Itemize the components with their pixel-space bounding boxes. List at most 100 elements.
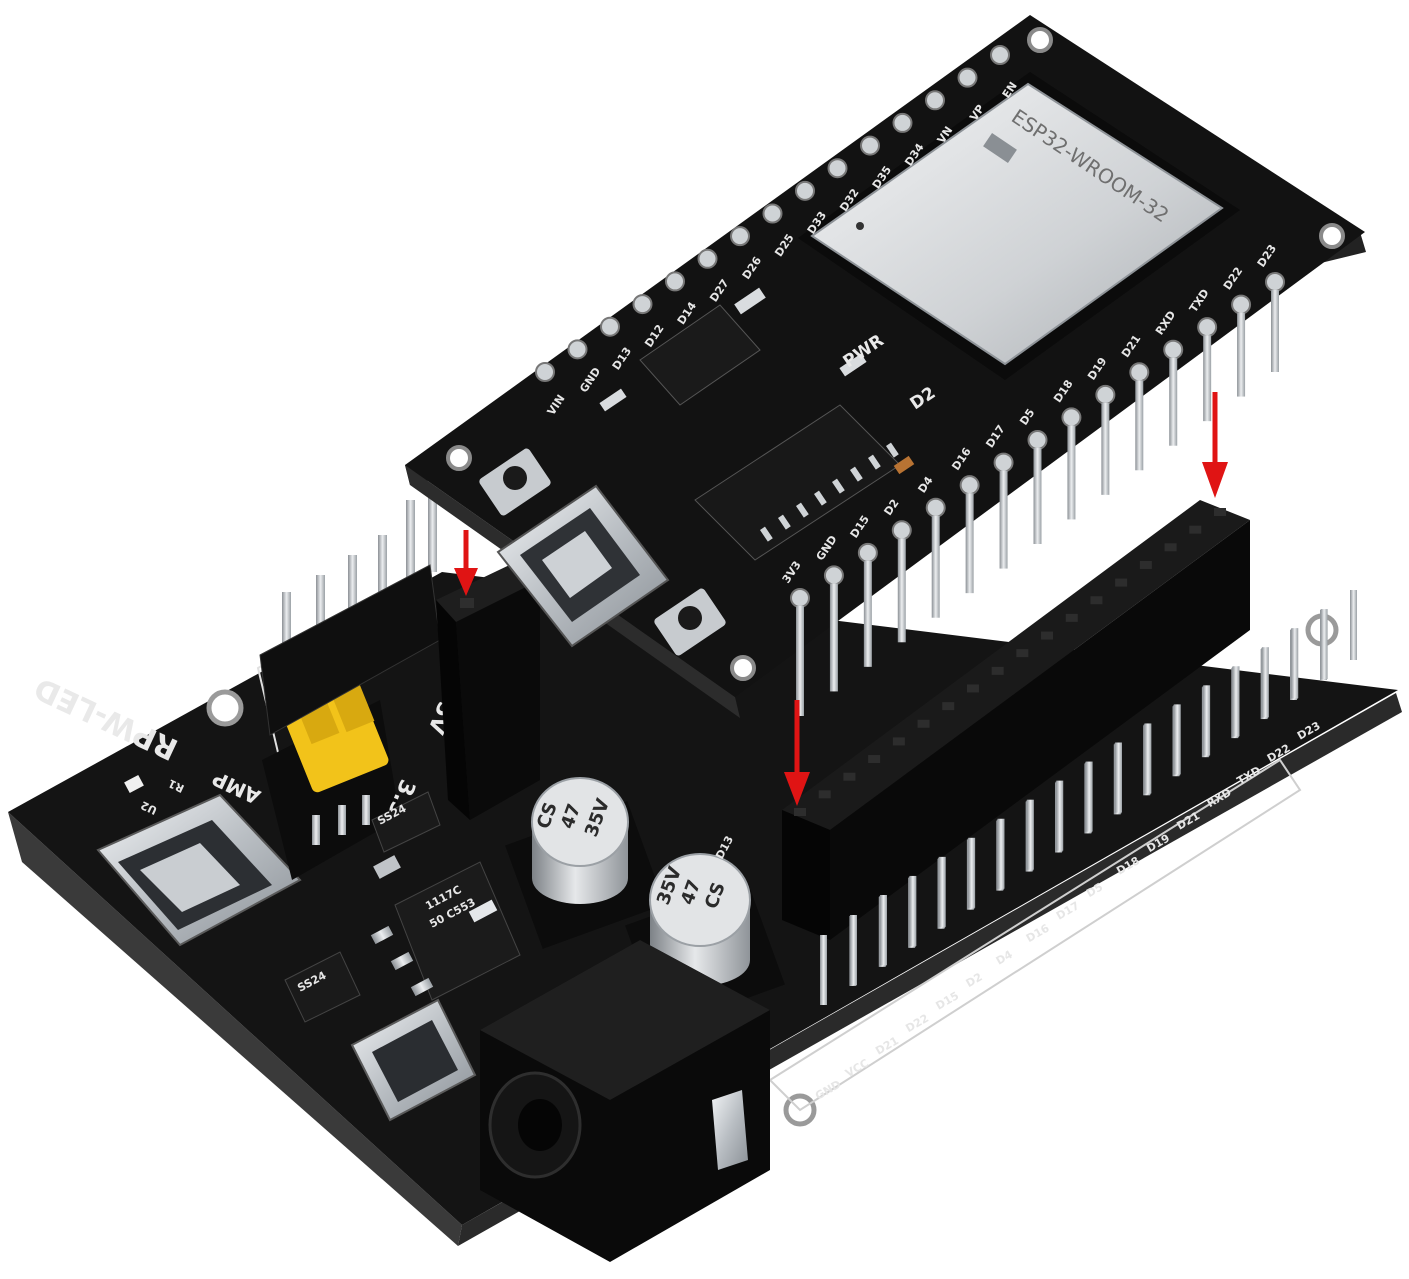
usb-c-port-icon[interactable]	[96, 793, 302, 947]
module-pad	[925, 90, 945, 111]
brand-label: RPW-LED	[29, 670, 183, 767]
module-pad	[762, 203, 783, 224]
module-mounting-hole	[1319, 223, 1345, 249]
left-female-header[interactable]	[436, 560, 540, 820]
module-pad	[600, 316, 620, 337]
module-pin	[931, 515, 940, 618]
ic-leg	[814, 490, 827, 506]
module-pin	[1135, 380, 1144, 471]
header-slot	[966, 684, 979, 693]
arrow-down-icon	[454, 530, 478, 596]
micro-usb-port-icon[interactable]	[350, 998, 477, 1122]
module-pad	[827, 158, 848, 179]
male-pin-field[interactable]	[820, 590, 1357, 1005]
base-pin-label: D4	[994, 948, 1015, 968]
module-pad	[957, 67, 978, 88]
module-pad	[959, 475, 980, 496]
voltage-regulator: 1117C 50 C553	[370, 861, 521, 1001]
male-pin	[1173, 704, 1181, 775]
insertion-arrows	[454, 392, 1228, 806]
module-pad	[857, 542, 878, 563]
header-slot	[1090, 596, 1103, 605]
male-pin	[820, 935, 827, 1005]
module-pad	[990, 45, 1010, 65]
male-pin	[1350, 590, 1357, 660]
header-slot	[892, 737, 905, 746]
base-pin-label: GND	[813, 1078, 843, 1103]
male-pin	[1232, 666, 1240, 737]
ic-leg	[778, 514, 791, 530]
header-slot	[868, 755, 881, 764]
header-slot	[917, 719, 930, 728]
module-pad	[892, 112, 913, 133]
module-pad	[697, 248, 718, 269]
male-pin	[968, 837, 976, 908]
en-button[interactable]	[653, 587, 727, 657]
module-pin	[1169, 357, 1178, 446]
module-pin	[897, 538, 906, 643]
male-pin	[880, 895, 887, 965]
module-pin	[796, 606, 804, 716]
module-pad	[632, 294, 653, 315]
male-pin	[938, 856, 946, 927]
male-pin	[1320, 609, 1328, 680]
header-slot	[1189, 525, 1202, 534]
module-pad	[1129, 362, 1150, 383]
module-pad	[567, 339, 588, 360]
male-pin	[1203, 685, 1211, 756]
ic-leg	[868, 454, 881, 470]
ic-leg	[886, 442, 899, 458]
male-pin	[997, 818, 1005, 889]
header-slot	[1139, 560, 1152, 569]
module-pin	[965, 493, 974, 594]
header-slot	[1065, 613, 1078, 622]
male-pin	[1144, 723, 1152, 794]
module-pad	[860, 135, 880, 156]
module-mounting-hole	[730, 655, 756, 681]
male-pin	[1085, 761, 1093, 832]
module-pad	[1197, 317, 1218, 338]
module-pin	[1067, 425, 1076, 520]
module-pad	[1027, 430, 1048, 450]
male-pin	[850, 915, 857, 985]
module-pad	[535, 362, 555, 382]
male-pin	[1115, 742, 1122, 813]
male-pin	[1261, 647, 1269, 718]
header-slot	[1115, 578, 1128, 587]
base-pin-label: D16	[1024, 921, 1052, 945]
ss24-diode-2: SS24	[284, 951, 361, 1023]
module-pad	[730, 226, 750, 247]
u2-label: U2	[139, 798, 160, 817]
header-slot	[843, 772, 856, 781]
module-pin	[1033, 448, 1042, 544]
header-slot	[1214, 508, 1226, 516]
module-pad	[665, 271, 685, 292]
module-pin	[1237, 312, 1246, 397]
module-pin	[829, 583, 838, 692]
module-pin	[863, 560, 872, 667]
base-pin-label: VCC	[843, 1057, 871, 1081]
module-pad	[790, 588, 810, 608]
base-pin-label: D22	[903, 1012, 931, 1035]
male-pin	[1056, 780, 1064, 851]
header-slot	[1164, 543, 1177, 552]
header-slot	[991, 666, 1004, 675]
module-pad	[993, 452, 1014, 473]
usb-uart-ic	[694, 404, 901, 561]
esp32-module: ESP32-WROOM-32 PWR D2	[405, 15, 1366, 718]
r1-label: R1	[166, 776, 186, 795]
male-pin	[1291, 628, 1299, 699]
module-pad	[795, 180, 815, 201]
ic-leg	[796, 502, 809, 518]
module-usb-c-port-icon[interactable]	[496, 484, 670, 648]
header-slot	[942, 702, 955, 711]
boot-button[interactable]	[478, 447, 552, 517]
module-pad	[823, 565, 844, 586]
esp32-wroom-chip: ESP32-WROOM-32	[798, 72, 1240, 380]
module-pad	[1061, 407, 1082, 428]
dc-barrel-jack-icon[interactable]	[480, 940, 770, 1262]
base-pin-label: D2	[964, 970, 985, 990]
arrow-down-icon	[784, 700, 810, 806]
right-female-header[interactable]	[782, 500, 1250, 940]
